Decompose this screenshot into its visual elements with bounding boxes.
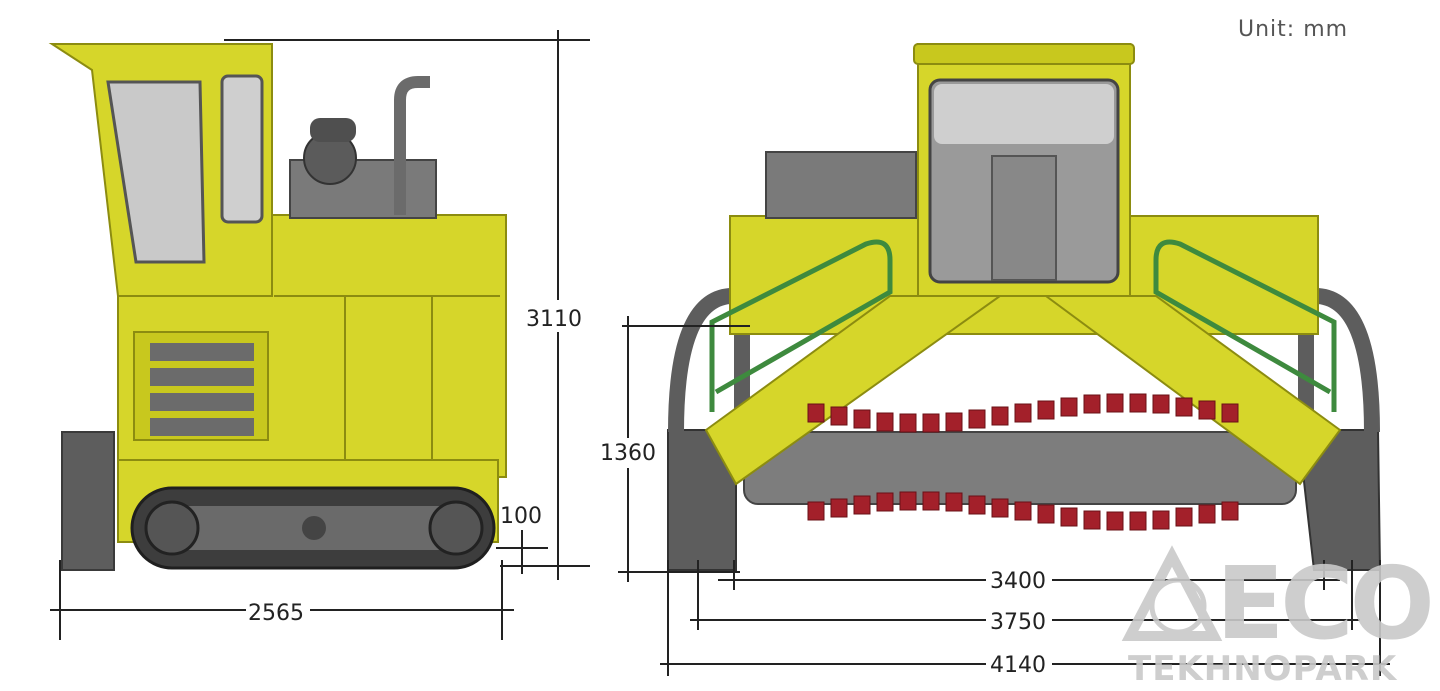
rotor-blade-upper bbox=[1152, 394, 1170, 414]
side-cab-window-rear bbox=[220, 74, 264, 224]
rotor-blade-upper bbox=[968, 409, 986, 429]
rotor-blade-upper bbox=[807, 403, 825, 423]
length-dimension-label: 2565 bbox=[248, 601, 304, 626]
rotor-blade-lower bbox=[1152, 510, 1170, 530]
rotor-blade-upper bbox=[1014, 403, 1032, 423]
watermark-name: TEKHNOPARK bbox=[1128, 649, 1398, 689]
side-cab-window-front bbox=[106, 80, 206, 264]
rotor-blade-lower bbox=[991, 498, 1009, 518]
rotor-blade-lower bbox=[853, 495, 871, 515]
rotor-blade-upper bbox=[830, 406, 848, 426]
rotor-blade-lower bbox=[1221, 501, 1239, 521]
logo-triangle-icon bbox=[1121, 545, 1223, 641]
inner-width-label: 3400 bbox=[990, 569, 1046, 594]
rotor-blade-upper bbox=[991, 406, 1009, 426]
rotor-blade-lower bbox=[830, 498, 848, 518]
logo-globe-icon bbox=[1149, 577, 1207, 635]
rotor-blade-lower bbox=[1083, 510, 1101, 530]
rotor-drum bbox=[743, 431, 1297, 505]
rotor-blade-upper bbox=[922, 413, 940, 433]
rotor-blade-upper bbox=[1129, 393, 1147, 413]
rotor-blade-upper bbox=[876, 412, 894, 432]
rotor-blade-lower bbox=[1106, 511, 1124, 531]
unit-label: Unit: mm bbox=[1238, 17, 1348, 42]
rotor-blade-upper bbox=[1060, 397, 1078, 417]
rotor-blade-upper bbox=[1175, 397, 1193, 417]
side-view bbox=[48, 43, 507, 571]
track-width-label: 3750 bbox=[990, 610, 1046, 635]
rotor-blade-upper bbox=[1037, 400, 1055, 420]
side-bumper bbox=[61, 431, 115, 571]
rotor-blade-upper bbox=[1221, 403, 1239, 423]
height-dimension-label: 3110 bbox=[526, 307, 582, 332]
front-left-rail bbox=[709, 239, 893, 412]
watermark-logo: ECO TEKHNOPARK bbox=[1121, 545, 1435, 689]
rotor-height-label: 1360 bbox=[600, 441, 656, 466]
watermark-mark: ECO bbox=[1216, 545, 1431, 662]
rotor-blade-upper bbox=[899, 413, 917, 433]
rotor-blade-lower bbox=[1014, 501, 1032, 521]
rotor-blade-upper bbox=[1083, 394, 1101, 414]
rotor-blade-lower bbox=[1198, 504, 1216, 524]
rotor-blade-lower bbox=[1060, 507, 1078, 527]
rotor-blade-lower bbox=[922, 491, 940, 511]
front-right-rail bbox=[1153, 239, 1337, 412]
rotor-blade-upper bbox=[945, 412, 963, 432]
overall-width-label: 4140 bbox=[990, 653, 1046, 678]
rotor-blade-upper bbox=[1106, 393, 1124, 413]
rotor-blade-upper bbox=[853, 409, 871, 429]
rotor-blade-lower bbox=[968, 495, 986, 515]
front-engine bbox=[765, 151, 917, 219]
rotor-blade-lower bbox=[1129, 511, 1147, 531]
rotor-blade-upper bbox=[1198, 400, 1216, 420]
rotor-blade-lower bbox=[1037, 504, 1055, 524]
rotor-blade-lower bbox=[1175, 507, 1193, 527]
rotor-blade-lower bbox=[899, 491, 917, 511]
rotor-blade-lower bbox=[807, 501, 825, 521]
clearance-dimension-label: 100 bbox=[500, 504, 542, 529]
rotor-blade-lower bbox=[945, 492, 963, 512]
rotor-blade-lower bbox=[876, 492, 894, 512]
rotor-blades bbox=[807, 393, 1239, 531]
front-view bbox=[667, 43, 1382, 571]
